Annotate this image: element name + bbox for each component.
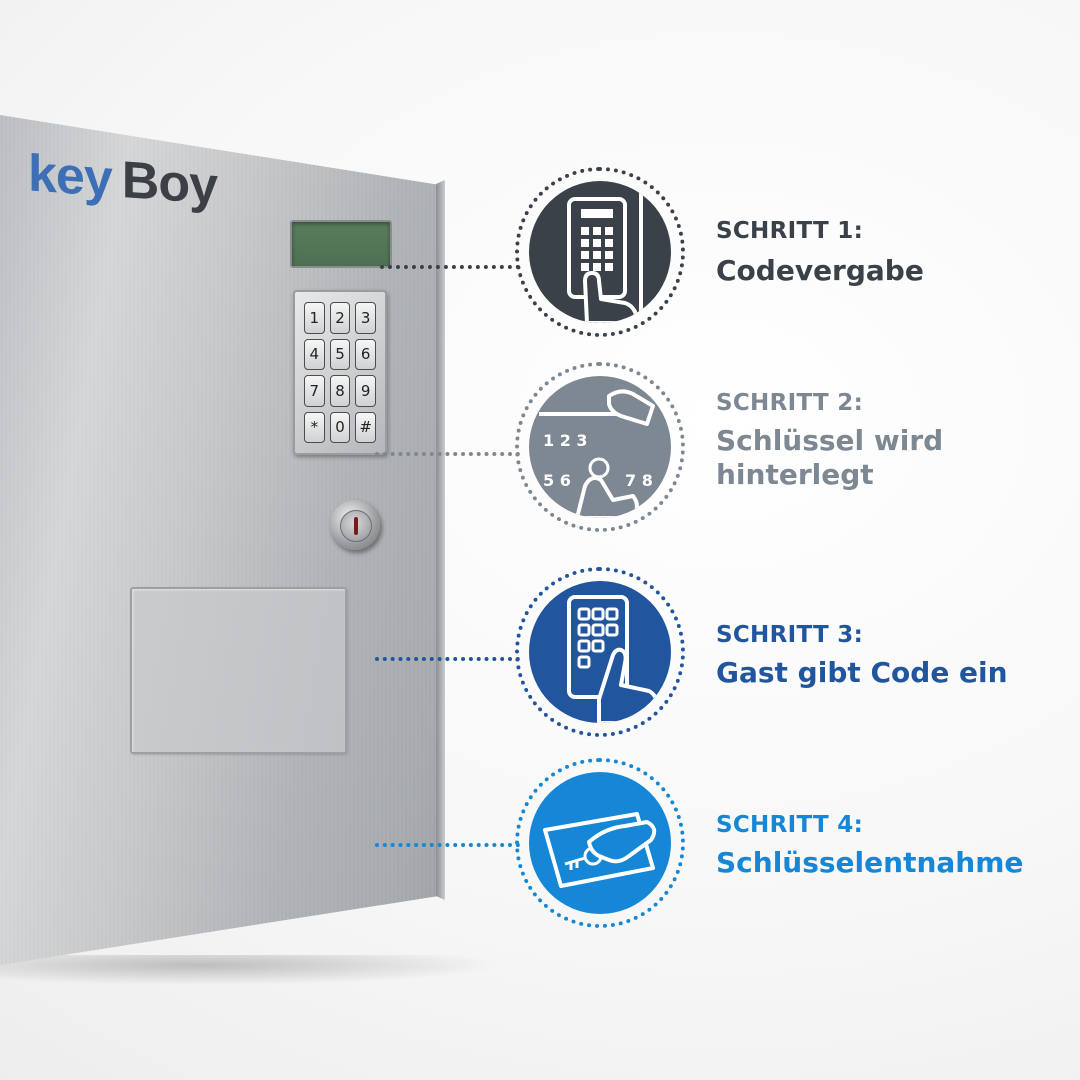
step-4-description: Schlüsselentnahme <box>716 846 1024 879</box>
keypad-key: 9 <box>355 375 376 407</box>
svg-text:7 8: 7 8 <box>625 471 653 490</box>
step-3-badge <box>515 567 685 737</box>
lock-key-slot <box>354 517 358 535</box>
keypad-key: # <box>355 411 376 443</box>
keypad-finger-icon <box>529 181 671 323</box>
step-4-badge <box>515 758 685 928</box>
step-2-badge: 1 2 3 5 6 7 8 <box>515 362 685 532</box>
keypad-key: 7 <box>304 375 325 407</box>
brand-logo-boy: Boy <box>121 150 218 216</box>
key-deposit-icon: 1 2 3 5 6 7 8 <box>529 376 671 518</box>
code-entry-icon <box>529 581 671 723</box>
step-2-description: Schlüssel wird hinterlegt <box>716 424 944 491</box>
keypad: 1 2 3 4 5 6 7 8 9 * 0 # <box>293 290 387 455</box>
step-1-title: SCHRITT 1: <box>716 218 864 244</box>
keypad-key: 3 <box>355 302 376 334</box>
connector-step-2 <box>375 452 520 456</box>
keypad-key: 5 <box>329 338 351 370</box>
svg-text:5 6: 5 6 <box>543 471 571 490</box>
keypad-key: 2 <box>329 302 351 334</box>
connector-step-4 <box>375 843 520 847</box>
keypad-key: * <box>304 411 325 443</box>
lcd-display <box>290 220 392 268</box>
lock-core <box>340 510 372 542</box>
keypad-key: 0 <box>329 411 351 443</box>
keypad-key: 6 <box>355 338 376 370</box>
keypad-key: 8 <box>329 375 351 407</box>
brand-logo-key: key <box>28 144 112 209</box>
step-3-description: Gast gibt Code ein <box>716 656 1008 689</box>
connector-step-3 <box>375 657 520 661</box>
key-compartment-door <box>130 587 347 754</box>
step-4-title: SCHRITT 4: <box>716 812 864 838</box>
floor-shadow <box>0 955 520 995</box>
panel-side-edge <box>436 180 445 900</box>
keypad-key: 4 <box>304 338 325 370</box>
key-withdrawal-icon <box>529 772 671 914</box>
step-1-description: Codevergabe <box>716 254 924 287</box>
step-2-title: SCHRITT 2: <box>716 390 864 416</box>
connector-step-1 <box>380 265 520 269</box>
step-1-badge <box>515 167 685 337</box>
keypad-key: 1 <box>304 302 325 334</box>
lock-cylinder <box>330 500 380 550</box>
step-3-title: SCHRITT 3: <box>716 622 864 648</box>
svg-text:1 2 3: 1 2 3 <box>543 431 588 450</box>
